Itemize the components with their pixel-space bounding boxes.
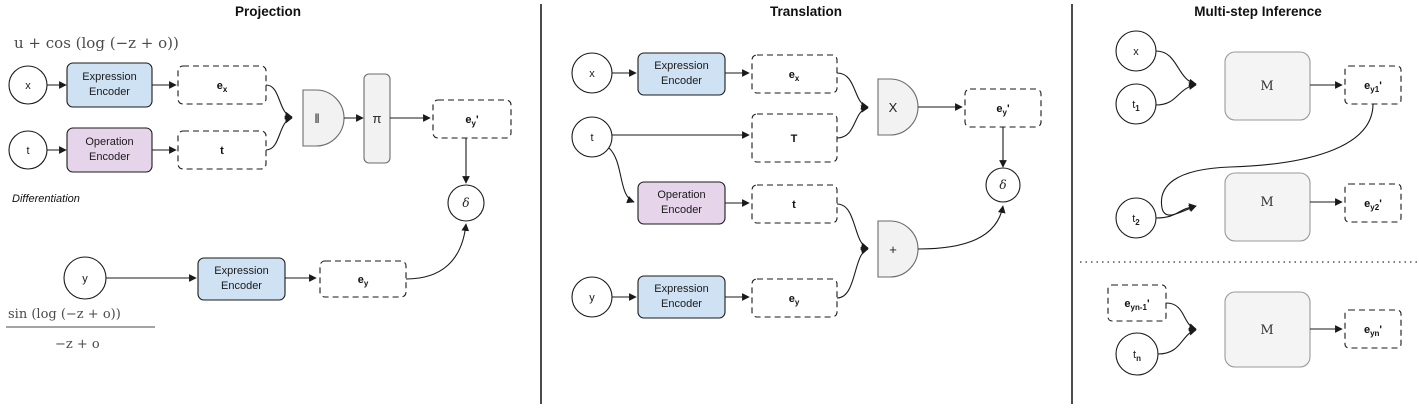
expression-encoder-x-box[interactable]: [66, 62, 153, 108]
tr-edge-add-to-delta: [917, 205, 1006, 250]
tr-input-t-circle[interactable]: [571, 116, 613, 158]
input-x-label: x: [25, 80, 31, 92]
expression-encoder-y-box[interactable]: [197, 257, 286, 301]
edge-ex-to-concat: [265, 84, 293, 120]
inf-input-tn-label: tn: [1133, 349, 1141, 363]
inf-input-t1-circle[interactable]: [1115, 83, 1157, 125]
tr-embedding-ex-label: ex: [789, 69, 800, 83]
inf-input-t1-label: t1: [1132, 99, 1140, 113]
input-y-label: y: [82, 273, 88, 285]
operation-encoder-t-box[interactable]: [66, 127, 153, 173]
inf-embedding-ey2-label: ey2': [1364, 198, 1382, 212]
inf-module-mn-label: M: [1260, 323, 1273, 338]
inf-input-t2-label: t2: [1132, 213, 1140, 227]
tr-embedding-t-label: t: [792, 199, 796, 211]
embedding-t-label: t: [220, 145, 224, 157]
inf-edge-ey1-to-m2: [1160, 103, 1374, 216]
inf-embedding-ey2-box: [1344, 183, 1402, 223]
expression-bottom-denominator: −z + o: [55, 337, 100, 352]
tr-embedding-ey-label: ey: [789, 293, 800, 307]
inf-edge-tn-to-mn: [1157, 328, 1197, 355]
expression-encoder-y-line2: Encoder: [221, 280, 262, 292]
inf-edge-t2-to-m2: [1155, 203, 1197, 219]
inf-edge-t1-to-m1: [1155, 82, 1197, 106]
tr-embedding-t-box: [751, 184, 838, 224]
tr-edge-t-to-opencoder: [608, 147, 635, 204]
edge-t-to-concat: [265, 115, 293, 151]
tr-edge-ex-to-mult: [836, 72, 869, 110]
edge-ey-to-delta: [405, 223, 470, 280]
tr-embedding-ey-prime-label: ey': [996, 103, 1010, 117]
inf-module-m2[interactable]: [1224, 172, 1311, 242]
expression-encoder-x-line2: Encoder: [89, 86, 130, 98]
tr-expression-encoder-y-line2: Encoder: [661, 298, 702, 310]
tr-add-gate-label: +: [889, 242, 897, 257]
inf-module-m2-label: M: [1260, 195, 1273, 210]
tr-embedding-T-label: T: [791, 133, 798, 145]
expression-top: u + cos (log (−z + o)): [14, 34, 179, 52]
tr-expression-encoder-y-line1: Expression: [654, 283, 708, 295]
caption-differentiation: Differentiation: [12, 193, 80, 205]
expression-encoder-x-line1: Expression: [82, 71, 136, 83]
tr-delta-label: δ: [999, 178, 1006, 192]
tr-expression-encoder-x-line2: Encoder: [661, 75, 702, 87]
tr-expression-encoder-x-box[interactable]: [637, 52, 726, 96]
inf-embedding-ey1-label: ey1': [1364, 80, 1382, 94]
tr-input-y-label: y: [589, 292, 595, 304]
inf-embedding-eyn-box: [1344, 309, 1402, 349]
tr-input-t-label: t: [590, 132, 593, 144]
concat-gate-label: ‖: [314, 111, 319, 126]
tr-add-gate[interactable]: [877, 220, 919, 278]
tr-edge-t-to-add: [836, 203, 869, 250]
inf-edge-x-to-m1: [1155, 50, 1197, 87]
tr-operation-encoder-line2: Encoder: [661, 204, 702, 216]
inf-input-x-label: x: [1133, 46, 1139, 58]
tr-embedding-ey-box: [751, 278, 838, 318]
panel-title-translation: Translation: [770, 4, 842, 19]
panel-title-inference: Multi-step Inference: [1194, 4, 1322, 19]
tr-edge-T-to-mult: [836, 105, 869, 139]
panel-title-projection: Projection: [235, 4, 301, 19]
inf-embedding-eyn-1-label: eyn-1': [1124, 298, 1150, 312]
inf-module-m1[interactable]: [1224, 51, 1311, 121]
tr-embedding-ex-box: [751, 54, 838, 94]
concat-gate[interactable]: [302, 89, 345, 147]
delta-node-label: δ: [462, 196, 469, 210]
inf-module-m1-label: M: [1260, 79, 1273, 94]
inf-edge-eyn-1-to-mn: [1165, 302, 1197, 331]
embedding-ex-label: ex: [217, 80, 228, 94]
operation-encoder-t-line2: Encoder: [89, 151, 130, 163]
tr-multiply-gate-label: X: [889, 100, 898, 115]
embedding-ey-prime-box: [432, 99, 512, 139]
embedding-ey-prime-label: ey': [465, 114, 479, 128]
embedding-ey-box: [319, 260, 407, 298]
tr-delta-circle: [985, 167, 1021, 203]
embedding-ex-box: [177, 65, 267, 105]
embedding-t-box: [177, 130, 267, 170]
tr-input-x-label: x: [589, 68, 595, 80]
embedding-ey-label: ey: [358, 274, 369, 288]
input-t-label: t: [26, 145, 29, 157]
tr-expression-encoder-x-line1: Expression: [654, 60, 708, 72]
expression-encoder-y-line1: Expression: [214, 265, 268, 277]
tr-operation-encoder-line1: Operation: [657, 189, 705, 201]
projection-pi-label: π: [373, 111, 382, 126]
operation-encoder-t-line1: Operation: [85, 136, 133, 148]
inf-embedding-eyn-label: eyn': [1364, 324, 1382, 338]
delta-node-circle: [447, 184, 485, 222]
expression-bottom-numerator: sin (log (−z + o)): [8, 307, 121, 322]
tr-edge-ey-to-add: [836, 247, 869, 299]
tr-multiply-gate[interactable]: [877, 78, 919, 136]
